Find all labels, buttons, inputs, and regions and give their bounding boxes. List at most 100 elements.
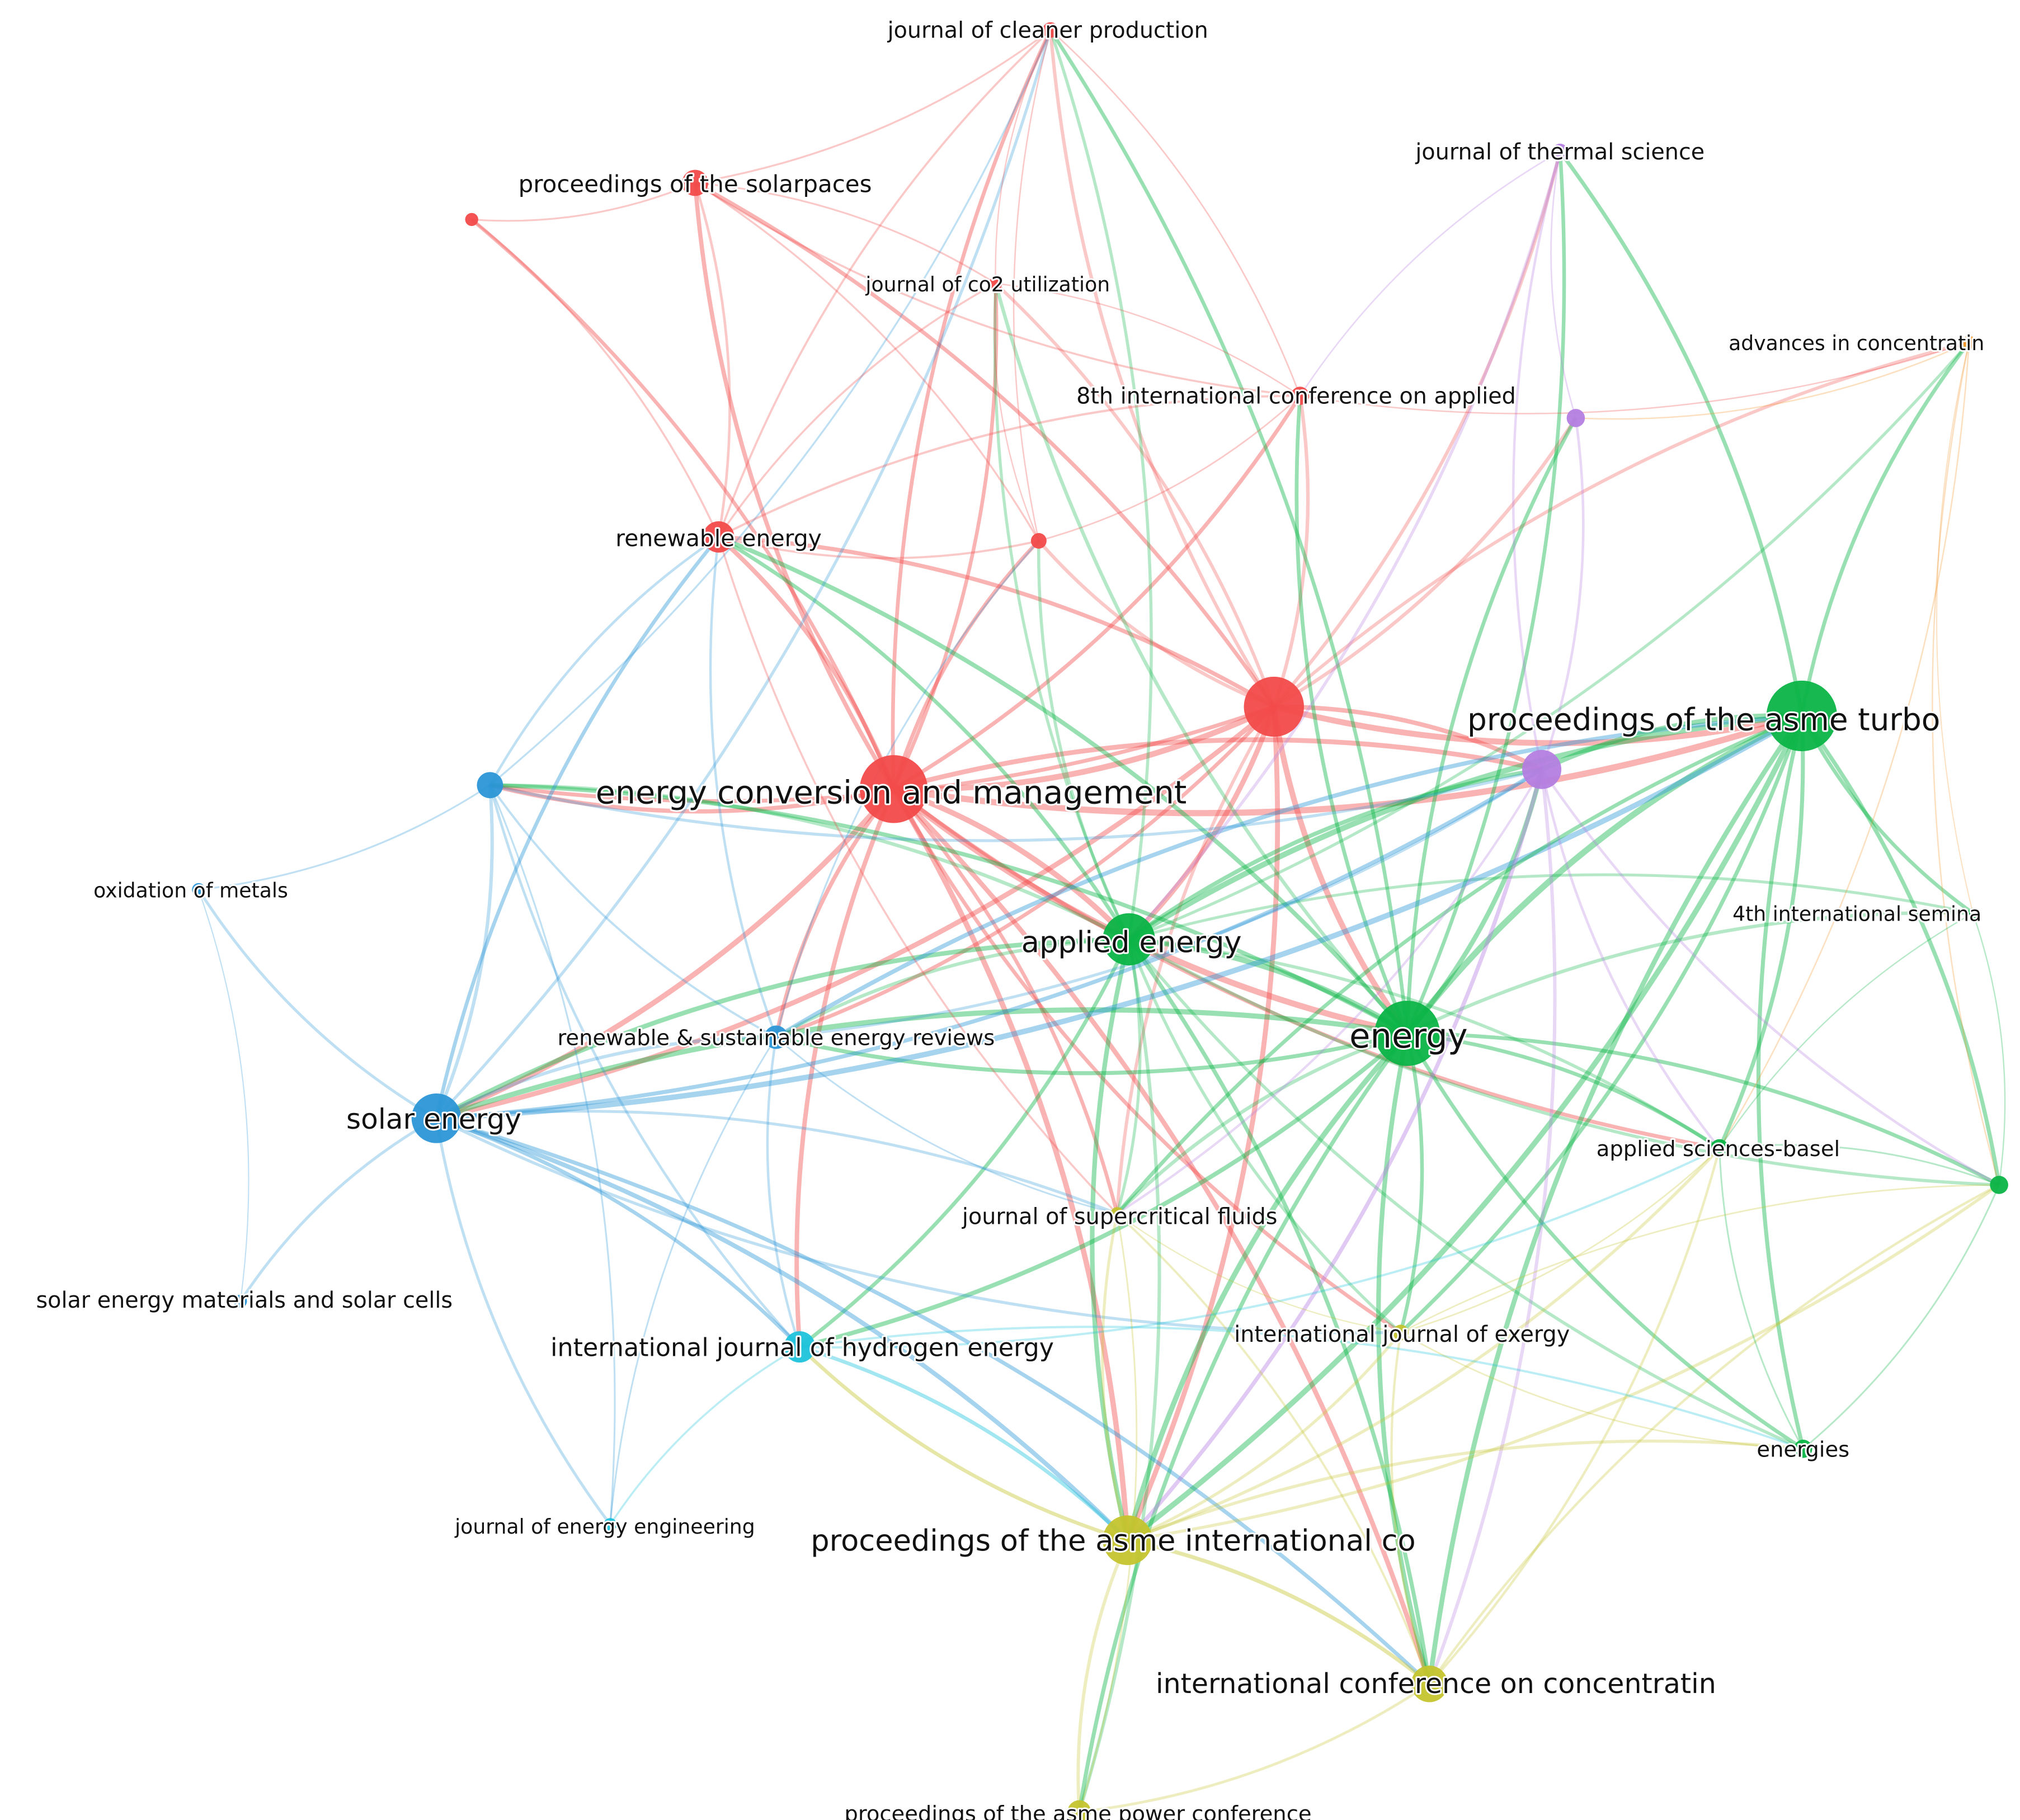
network-link xyxy=(774,788,896,1038)
network-link xyxy=(709,536,778,1038)
node-oxid[interactable] xyxy=(192,883,205,897)
network-link xyxy=(1294,395,1409,1034)
node-icap8[interactable] xyxy=(1291,386,1310,405)
network-link xyxy=(1428,1184,2000,1685)
network-link xyxy=(694,182,1301,397)
network-link xyxy=(1127,1538,1431,1686)
network-link xyxy=(892,394,1302,791)
network-link xyxy=(718,536,1039,559)
node-semsc[interactable] xyxy=(234,1294,247,1308)
network-link xyxy=(435,29,1052,1120)
network-link xyxy=(1115,1031,1408,1215)
network-link xyxy=(892,787,1432,1685)
node-thermal[interactable] xyxy=(1552,143,1568,159)
node-seminar4[interactable] xyxy=(1967,908,1979,918)
network-link xyxy=(1575,341,1970,420)
network-link xyxy=(1407,1031,1721,1150)
network-link xyxy=(1376,1032,1432,1685)
node-red_tiny[interactable] xyxy=(465,213,478,227)
node-icconc[interactable] xyxy=(1411,1666,1448,1703)
network-link xyxy=(993,282,1409,1035)
node-renew[interactable] xyxy=(703,521,734,553)
node-label-oxid: oxidation of metals xyxy=(93,879,288,903)
network-link xyxy=(893,704,1275,793)
network-link xyxy=(239,1117,437,1302)
network-link xyxy=(489,783,894,814)
network-link xyxy=(1128,937,1999,1187)
network-link xyxy=(1271,706,1410,1035)
nodes-layer xyxy=(192,22,2008,1820)
network-link xyxy=(1038,395,1301,542)
node-label-seminar4: 4th international semina xyxy=(1732,902,1981,926)
network-link xyxy=(1273,341,1970,708)
network-link xyxy=(489,784,777,1039)
network-link xyxy=(775,705,1275,1039)
network-link xyxy=(609,1346,801,1525)
network-link xyxy=(1116,768,1543,1215)
node-advconc[interactable] xyxy=(1962,336,1976,349)
node-hydrogen[interactable] xyxy=(784,1331,816,1363)
node-asmeint[interactable] xyxy=(1103,1515,1153,1566)
network-link xyxy=(435,1035,776,1120)
network-link xyxy=(1127,1147,1721,1542)
network-link xyxy=(1127,1331,1402,1542)
network-link xyxy=(434,535,721,1119)
labels-layer: energy conversion and managementrenewabl… xyxy=(35,16,1986,1820)
node-green_right[interactable] xyxy=(1990,1176,2008,1194)
network-link xyxy=(1273,704,1803,746)
network-link xyxy=(1127,706,1277,941)
network-link xyxy=(799,1031,1409,1349)
network-link xyxy=(891,29,1052,789)
node-energies[interactable] xyxy=(1794,1440,1812,1458)
node-red_small[interactable] xyxy=(1030,533,1047,549)
node-solarpaces[interactable] xyxy=(682,169,708,196)
network-link xyxy=(489,30,1052,786)
node-energyeng[interactable] xyxy=(604,1518,617,1531)
network-link xyxy=(1272,395,1310,708)
node-exergy[interactable] xyxy=(1392,1324,1409,1341)
network-link xyxy=(1013,30,1052,541)
network-link xyxy=(435,1117,1401,1335)
network-link xyxy=(775,1031,1408,1076)
network-link xyxy=(470,218,896,790)
node-label-appsci: applied sciences-basel xyxy=(1597,1137,1840,1162)
network-link xyxy=(1127,939,1402,1334)
node-turbo[interactable] xyxy=(1766,680,1837,752)
network-link xyxy=(893,786,1131,941)
node-cleaner[interactable] xyxy=(1042,22,1058,38)
network-link xyxy=(1427,714,1804,1685)
network-link xyxy=(1428,1148,1721,1685)
network-link xyxy=(1272,151,1562,708)
node-applied[interactable] xyxy=(1103,913,1155,966)
network-link xyxy=(436,705,1276,1121)
node-blue_upper[interactable] xyxy=(477,772,503,799)
network-link xyxy=(1718,342,1970,1149)
network-link xyxy=(892,283,999,790)
network-link xyxy=(436,1116,1431,1686)
node-purple_big[interactable] xyxy=(1522,749,1562,789)
node-rser[interactable] xyxy=(764,1025,788,1049)
node-label-solar: solar energy xyxy=(346,1102,521,1135)
network-link xyxy=(1077,1032,1409,1813)
network-link xyxy=(198,889,249,1302)
network-link xyxy=(1541,713,1802,772)
network-link xyxy=(1405,713,1804,1035)
node-solar[interactable] xyxy=(411,1093,462,1143)
node-power[interactable] xyxy=(1067,1800,1091,1820)
network-link xyxy=(1115,706,1275,1214)
node-co2[interactable] xyxy=(989,277,1002,290)
node-energy[interactable] xyxy=(1374,1001,1440,1066)
network-link xyxy=(1400,1332,1804,1450)
node-red_big[interactable] xyxy=(1244,676,1304,737)
network-link xyxy=(1936,342,1974,913)
network-link xyxy=(766,1037,801,1347)
node-purple_small[interactable] xyxy=(1566,409,1585,427)
node-label-advconc: advances in concentratin xyxy=(1729,331,1984,355)
network-link xyxy=(1800,715,1974,915)
node-appsci[interactable] xyxy=(1710,1139,1729,1158)
node-supercrit[interactable] xyxy=(1110,1207,1124,1220)
network-link xyxy=(1115,714,1803,1215)
node-ecm[interactable] xyxy=(859,755,928,823)
network-link xyxy=(1274,704,1543,772)
